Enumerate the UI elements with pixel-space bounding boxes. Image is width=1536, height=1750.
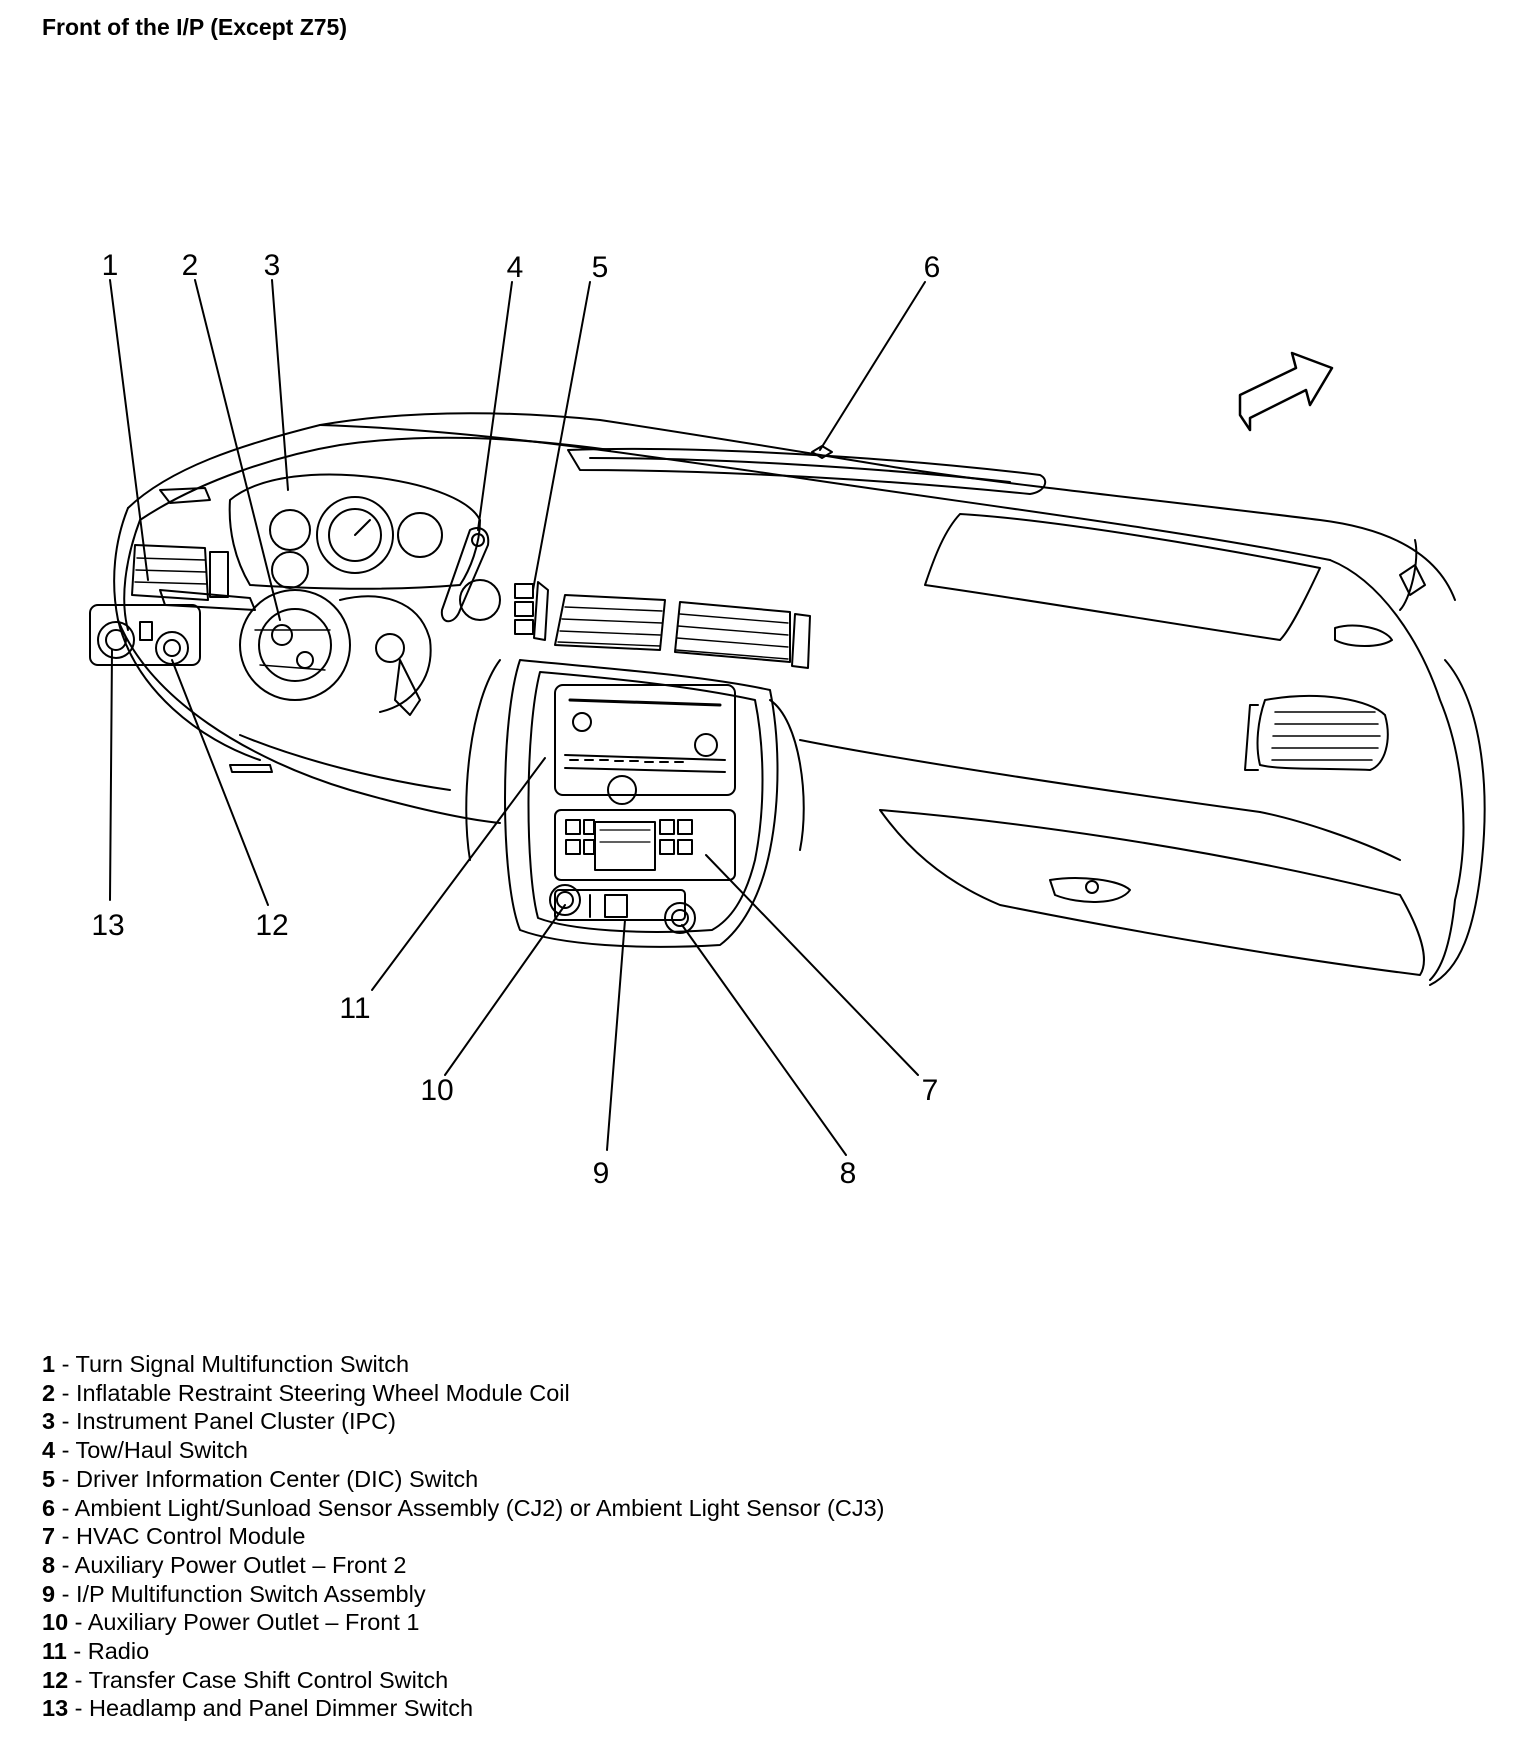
callout-numbers: 1 2 3 4 5 6 7 8 9 10 11 12 13 xyxy=(91,249,940,1190)
callout-12: 12 xyxy=(255,909,288,942)
legend-item: 7 - HVAC Control Module xyxy=(42,1523,306,1550)
radio-unit xyxy=(554,684,736,805)
callout-8: 8 xyxy=(840,1157,857,1190)
diagram-title: Front of the I/P (Except Z75) xyxy=(42,14,347,40)
callout-9: 9 xyxy=(593,1157,610,1190)
instrument-panel-outline xyxy=(89,412,1486,986)
steering-column xyxy=(239,589,432,716)
instrument-cluster xyxy=(228,473,501,621)
left-side-vent xyxy=(159,487,211,504)
callout-7: 7 xyxy=(922,1074,939,1107)
legend-item: 1 - Turn Signal Multifunction Switch xyxy=(42,1351,410,1377)
sunload-sensor-icon xyxy=(811,445,833,459)
dic-switch xyxy=(514,581,549,641)
left-air-vent xyxy=(131,544,229,601)
callout-3: 3 xyxy=(264,249,281,282)
forward-arrow-icon xyxy=(1238,351,1334,432)
legend-item: 11 - Radio xyxy=(42,1638,150,1665)
multifunction-switch-assembly xyxy=(549,884,696,934)
legend-item: 8 - Auxiliary Power Outlet – Front 2 xyxy=(42,1551,407,1578)
headlamp-switch-panel xyxy=(89,604,201,666)
callout-11: 11 xyxy=(339,992,370,1025)
legend-item: 3 - Instrument Panel Cluster (IPC) xyxy=(42,1408,396,1435)
callout-5: 5 xyxy=(592,251,609,284)
legend-item: 4 - Tow/Haul Switch xyxy=(42,1437,248,1464)
glove-box-handle xyxy=(1049,877,1131,903)
callout-4: 4 xyxy=(507,251,524,284)
power-outlet-front-1-icon xyxy=(549,884,581,916)
legend-item: 6 - Ambient Light/Sunload Sensor Assembl… xyxy=(42,1494,885,1521)
callout-13: 13 xyxy=(91,909,124,942)
right-air-vent xyxy=(1244,695,1389,771)
legend-item: 9 - I/P Multifunction Switch Assembly xyxy=(42,1580,426,1607)
transfer-case-knob-icon xyxy=(155,631,189,665)
hvac-control-panel xyxy=(554,809,736,881)
center-stack-bezel xyxy=(465,659,805,948)
turn-signal-stalk xyxy=(159,589,256,611)
power-outlet-front-2-icon xyxy=(664,902,696,934)
headlamp-dimmer-knob-icon xyxy=(97,621,135,659)
legend-item: 2 - Inflatable Restraint Steering Wheel … xyxy=(42,1379,570,1406)
callout-10: 10 xyxy=(420,1074,453,1107)
callout-2: 2 xyxy=(182,249,199,282)
component-legend: 1 - Turn Signal Multifunction Switch 2 -… xyxy=(42,1350,885,1723)
callout-leader-lines xyxy=(109,279,926,1156)
center-air-vents xyxy=(554,594,811,669)
legend-item: 10 - Auxiliary Power Outlet – Front 1 xyxy=(42,1609,420,1636)
legend-item: 12 - Transfer Case Shift Control Switch xyxy=(42,1666,449,1693)
glove-box xyxy=(879,809,1425,976)
callout-1: 1 xyxy=(102,249,119,282)
callout-6: 6 xyxy=(924,251,941,284)
legend-item: 5 - Driver Information Center (DIC) Swit… xyxy=(42,1465,479,1492)
legend-item: 13 - Headlamp and Panel Dimmer Switch xyxy=(42,1695,474,1722)
